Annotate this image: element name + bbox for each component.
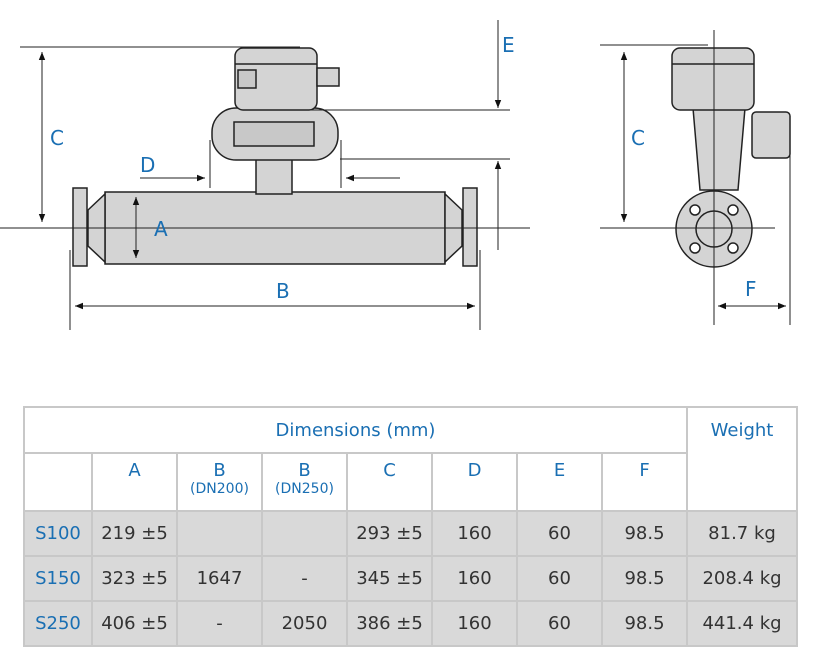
side-dimension-lines (600, 30, 791, 325)
side-head (671, 47, 755, 111)
col-c: C (346, 452, 433, 512)
side-junction-box (751, 111, 791, 159)
left-flange (72, 187, 88, 267)
front-view (72, 47, 478, 267)
weight-header: Weight (686, 406, 798, 512)
side-view (671, 47, 791, 268)
label-f: F (745, 277, 757, 301)
col-f: F (601, 452, 688, 512)
dimension-drawing: C D A B E C F (0, 20, 791, 330)
side-stem (692, 107, 746, 191)
col-a: A (91, 452, 178, 512)
dimensions-table: Dimensions (mm) Weight A B(DN200) B(DN25… (23, 406, 798, 647)
col-b-dn250: B(DN250) (261, 452, 348, 512)
table-row: S150 323 ±5 1647 - 345 ±5 160 60 98.5 20… (23, 555, 798, 602)
dimensions-header: Dimensions (mm) (23, 406, 688, 454)
neck (255, 157, 293, 195)
col-e: E (516, 452, 603, 512)
table-row: S250 406 ±5 - 2050 386 ±5 160 60 98.5 44… (23, 600, 798, 647)
label-d: D (140, 153, 155, 177)
table-row: S100 219 ±5 293 ±5 160 60 98.5 81.7 kg (23, 510, 798, 557)
col-b-dn200: B(DN200) (176, 452, 263, 512)
cable-gland (316, 67, 340, 87)
label-c-side: C (631, 126, 645, 150)
col-d: D (431, 452, 518, 512)
front-dimension-lines (0, 20, 530, 330)
column-header-row: A B(DN200) B(DN250) C D E F (23, 452, 797, 512)
right-flange (462, 187, 478, 267)
label-e: E (502, 33, 515, 57)
label-b: B (276, 279, 290, 303)
label-a: A (154, 217, 168, 241)
label-c-front: C (50, 126, 64, 150)
